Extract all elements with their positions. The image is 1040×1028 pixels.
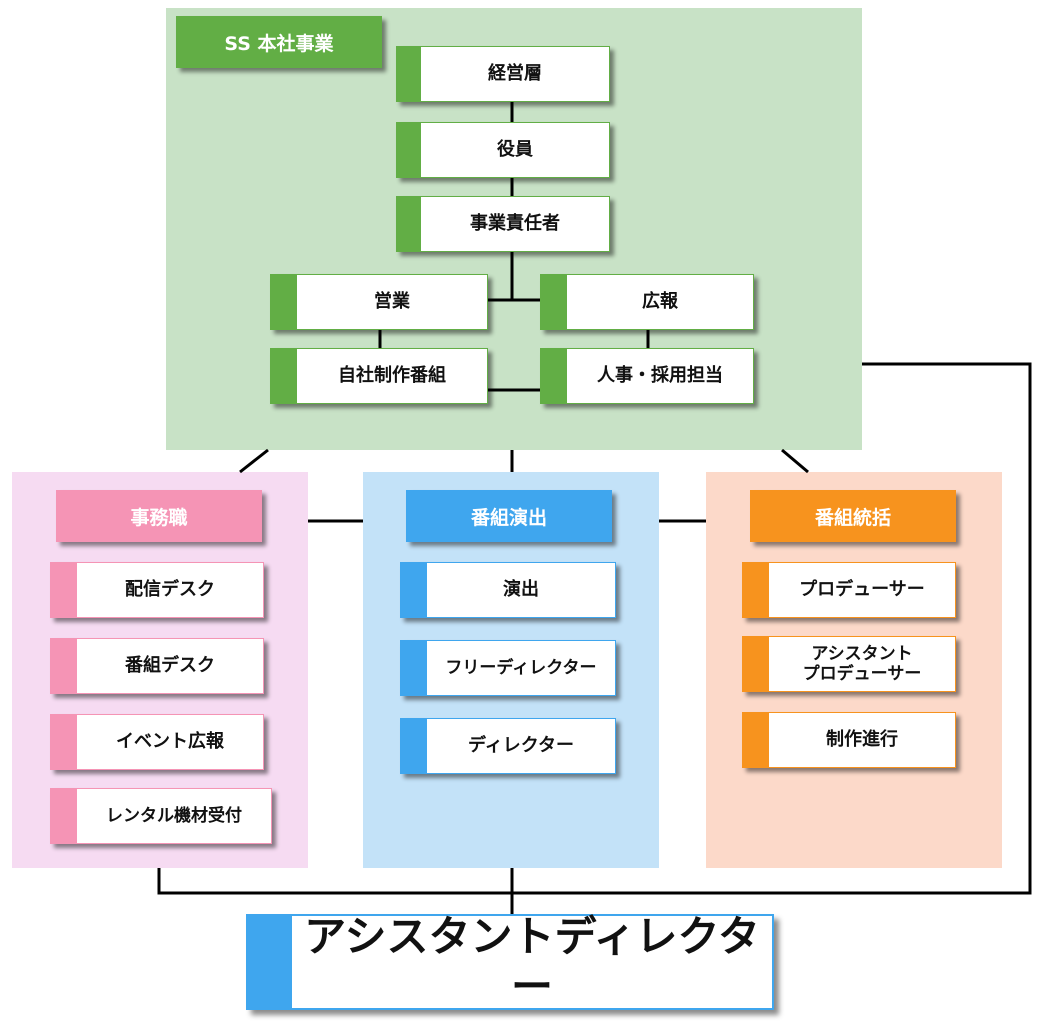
supervision-item: アシスタント プロデューサー [742, 636, 956, 692]
accent-bar [541, 349, 567, 403]
accent-bar [397, 123, 421, 177]
accent-bar [743, 637, 769, 691]
accent-bar [271, 275, 297, 329]
line-bottom-bus [157, 362, 1032, 895]
office-title-text: 事務職 [130, 506, 188, 529]
office-item: 番組デスク [50, 638, 264, 694]
box-sales-label: 営業 [374, 291, 410, 313]
box-hr-label: 人事・採用担当 [597, 365, 723, 387]
office-item: レンタル機材受付 [50, 788, 272, 844]
headquarters-title: SS 本社事業 [176, 16, 382, 68]
direction-item: ディレクター [400, 718, 616, 774]
supervision-item-label: 制作進行 [826, 729, 898, 751]
accent-bar [397, 47, 421, 101]
direction-title-text: 番組演出 [470, 506, 547, 529]
office-title: 事務職 [56, 490, 262, 542]
office-item-label: 番組デスク [125, 655, 215, 677]
office-item-label: イベント広報 [116, 731, 224, 753]
box-officer-label: 役員 [497, 139, 533, 161]
supervision-title: 番組統括 [750, 490, 956, 542]
box-pr-label: 広報 [642, 291, 678, 313]
supervision-item-label: アシスタント プロデューサー [802, 643, 922, 684]
accent-bar [51, 789, 77, 843]
direction-item-label: フリーディレクター [445, 657, 597, 678]
box-own-production-label: 自社制作番組 [338, 365, 446, 387]
accent-bar [401, 641, 427, 695]
line-hq-supervision [781, 448, 809, 474]
box-officer: 役員 [396, 122, 610, 178]
accent-bar [401, 719, 427, 773]
accent-bar [271, 349, 297, 403]
direction-item-label: ディレクター [467, 735, 575, 757]
box-business-manager: 事業責任者 [396, 196, 610, 252]
accent-bar [248, 916, 292, 1008]
accent-bar [743, 713, 769, 767]
box-executive-label: 経営層 [488, 63, 542, 85]
supervision-item: 制作進行 [742, 712, 956, 768]
direction-title: 番組演出 [406, 490, 612, 542]
box-sales: 営業 [270, 274, 488, 330]
accent-bar [541, 275, 567, 329]
office-item: 配信デスク [50, 562, 264, 618]
office-item-label: レンタル機材受付 [106, 805, 242, 826]
box-hr: 人事・採用担当 [540, 348, 754, 404]
accent-bar [51, 639, 77, 693]
office-item: イベント広報 [50, 714, 264, 770]
box-pr: 広報 [540, 274, 754, 330]
supervision-item: プロデューサー [742, 562, 956, 618]
headquarters-title-text: SS 本社事業 [224, 32, 334, 55]
supervision-title-text: 番組統括 [814, 506, 891, 529]
supervision-item-label: プロデューサー [799, 579, 925, 601]
box-assistant-director-label: アシスタントディレクター [304, 911, 760, 1011]
direction-item: 演出 [400, 562, 616, 618]
box-executive: 経営層 [396, 46, 610, 102]
accent-bar [51, 715, 77, 769]
accent-bar [397, 197, 421, 251]
direction-item-label: 演出 [503, 579, 539, 601]
office-item-label: 配信デスク [125, 579, 215, 601]
box-business-manager-label: 事業責任者 [470, 213, 560, 235]
accent-bar [743, 563, 769, 617]
accent-bar [51, 563, 77, 617]
direction-item: フリーディレクター [400, 640, 616, 696]
accent-bar [401, 563, 427, 617]
box-assistant-director: アシスタントディレクター [246, 911, 774, 1011]
line-hq-office [239, 448, 269, 474]
box-own-production: 自社制作番組 [270, 348, 488, 404]
